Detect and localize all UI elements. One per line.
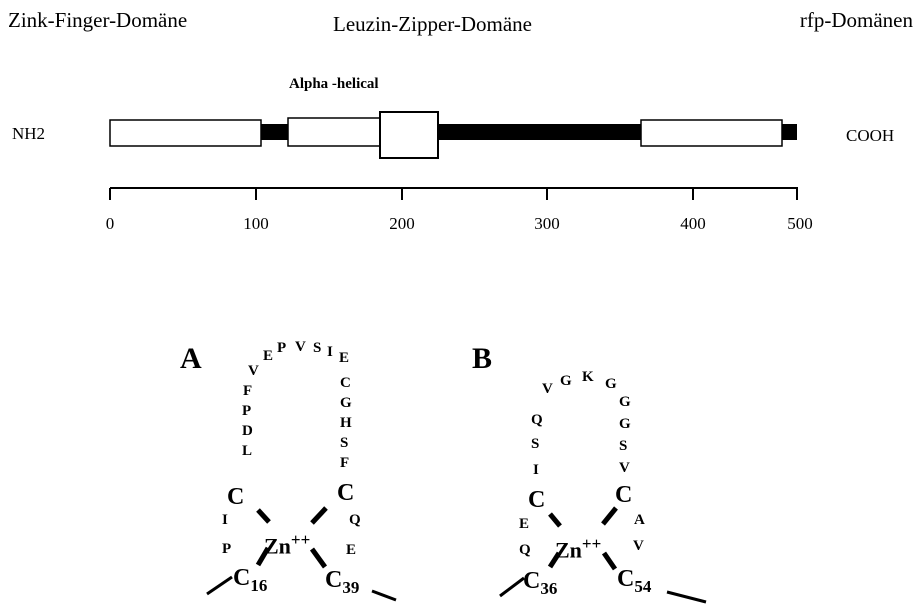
cysteine-a-39: C39 — [325, 567, 360, 597]
residue-a: P — [277, 340, 287, 356]
zinc-ion-b: Zn++ — [555, 534, 602, 563]
tail-b-left — [499, 576, 525, 598]
residue-a: P — [222, 541, 232, 557]
cysteine-a: C — [227, 484, 245, 510]
axis-tick-label: 500 — [787, 214, 813, 233]
residue-a: G — [340, 395, 352, 411]
residue-b: V — [542, 381, 553, 397]
residue-b: S — [531, 436, 540, 452]
residue-a: S — [313, 340, 322, 356]
residue-b: K — [582, 369, 594, 385]
axis-tick-label: 300 — [534, 214, 560, 233]
cysteine-a-16: C16 — [233, 565, 268, 595]
residue-a: V — [295, 339, 306, 355]
cysteine-b-54: C54 — [617, 566, 652, 596]
residue-a: F — [340, 455, 350, 471]
residue-b: G — [619, 416, 631, 432]
zinc-ion-a: Zn++ — [264, 530, 311, 559]
residue-b: G — [619, 394, 631, 410]
residue-a: E — [263, 348, 274, 364]
domain-box-rfp — [640, 119, 783, 147]
bond-a-upper-left — [256, 508, 271, 524]
cysteine-b: C — [615, 482, 633, 508]
bond-a-lower-right — [309, 547, 328, 569]
axis-tick-label: 100 — [243, 214, 269, 233]
axis-tick-label: 0 — [105, 214, 115, 233]
residue-b: Q — [519, 542, 531, 558]
residue-a: Q — [349, 512, 361, 528]
tail-a-left — [206, 575, 233, 596]
residue-b: I — [533, 462, 539, 478]
cysteine-b: C — [528, 487, 546, 513]
bond-a-upper-right — [310, 506, 328, 525]
residue-a: E — [339, 350, 350, 366]
protein-backbone — [110, 124, 797, 140]
tail-a-right — [371, 589, 397, 602]
residue-b: G — [560, 373, 572, 389]
axis-tick-label: 400 — [680, 214, 706, 233]
residue-a: F — [243, 383, 253, 399]
bond-b-upper-right — [601, 506, 618, 526]
residue-a: C — [340, 375, 351, 391]
residue-a: L — [242, 443, 253, 459]
residue-b: S — [619, 438, 628, 454]
rfp-domain-title: rfp-Domänen — [799, 8, 913, 32]
domain-box-leucine-zipper — [379, 111, 439, 159]
domain-box-helical — [287, 117, 381, 147]
bond-b-upper-left — [548, 512, 562, 528]
residue-b: E — [519, 516, 530, 532]
panel-label-b: B — [472, 342, 493, 375]
residue-a: S — [340, 435, 349, 451]
residue-b: V — [619, 460, 630, 476]
alpha-helical-label: Alpha -helical — [289, 76, 379, 92]
axis-tick-label: 200 — [389, 214, 415, 233]
domain-box-zinc-finger — [109, 119, 262, 147]
residue-a: I — [327, 344, 333, 360]
residue-b: A — [634, 512, 645, 528]
residue-a: E — [346, 542, 357, 558]
residue-a: H — [340, 415, 352, 431]
cysteine-a: C — [337, 480, 355, 506]
residue-b: V — [633, 538, 644, 554]
residue-b: Q — [531, 412, 543, 428]
tail-b-right — [666, 590, 707, 604]
n-terminus-label: NH2 — [12, 124, 46, 143]
zinc-finger-domain-title: Zink-Finger-Domäne — [8, 8, 188, 32]
residue-a: V — [248, 363, 259, 379]
leucine-zipper-domain-title: Leuzin-Zipper-Domäne — [333, 12, 532, 36]
panel-label-a: A — [180, 342, 202, 375]
bond-b-lower-right — [601, 551, 618, 571]
residue-a: P — [242, 403, 252, 419]
c-terminus-label: COOH — [846, 126, 895, 145]
residue-b: G — [605, 376, 617, 392]
bond-b-lower-left — [547, 551, 562, 569]
cysteine-b-36: C36 — [523, 568, 558, 598]
residue-a: I — [222, 512, 228, 528]
bond-a-lower-left — [255, 546, 271, 567]
residue-a: D — [242, 423, 253, 439]
